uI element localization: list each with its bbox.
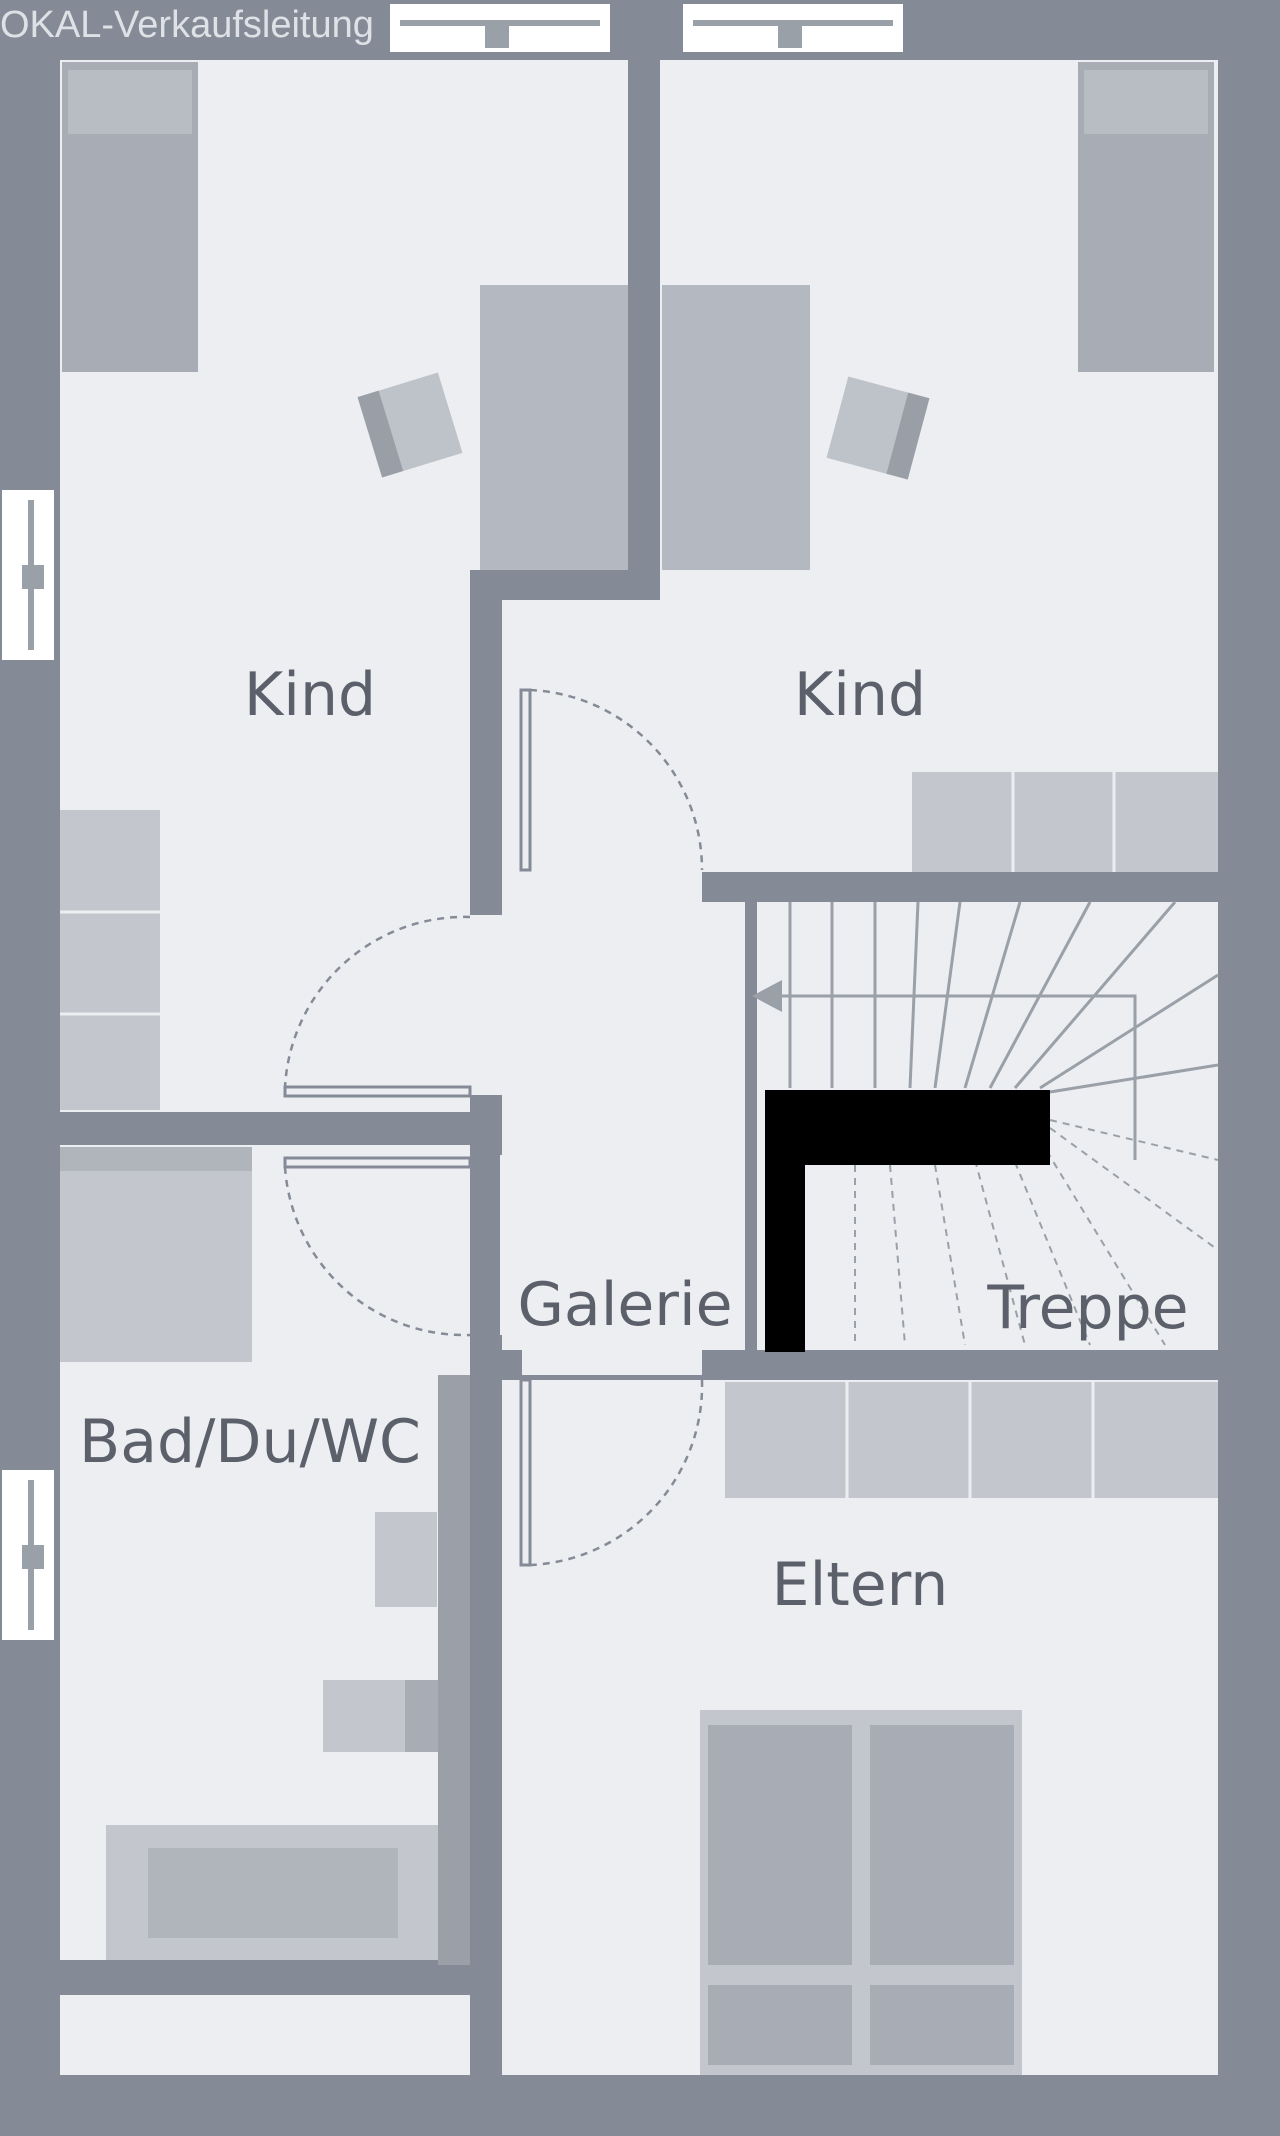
wall-bad-shaft <box>438 1375 470 1965</box>
wall-eltern-top <box>702 1350 1220 1380</box>
room-label-bad: Bad/Du/WC <box>79 1407 421 1477</box>
floor-galerie <box>500 600 750 1375</box>
desk-kind-left <box>480 285 628 570</box>
room-label-kind-right: Kind <box>794 660 926 730</box>
door-kind-left <box>283 1085 472 1098</box>
wardrobe-kind-right <box>912 772 1218 872</box>
door-bad <box>283 1156 472 1169</box>
room-label-eltern: Eltern <box>772 1550 949 1620</box>
door-eltern <box>519 1378 532 1567</box>
wall-bad-bottom <box>60 1962 470 1995</box>
desk-kind-right <box>662 285 810 570</box>
chair-kind-right <box>826 376 930 480</box>
room-label-treppe: Treppe <box>986 1273 1188 1343</box>
room-label-galerie: Galerie <box>517 1270 732 1340</box>
shower <box>60 1147 252 1362</box>
chair-kind-left <box>357 372 463 478</box>
doors <box>283 688 704 1567</box>
wall-eltern-jamb <box>502 1350 522 1380</box>
washbasin <box>375 1512 437 1607</box>
wall-bad-eltern <box>470 1335 502 2080</box>
staircase <box>765 901 1219 1160</box>
stair-direction-arrow-icon <box>752 980 782 1012</box>
interior-walls <box>60 55 1220 2080</box>
chimney <box>765 1090 1050 1165</box>
wall-treppe-top <box>702 872 1220 902</box>
watermark: OKAL-Verkaufsleitung <box>0 4 374 46</box>
floor-storage <box>60 1995 470 2075</box>
wall-bad-top <box>60 1112 500 1144</box>
windows <box>2 4 903 1640</box>
furniture <box>60 62 1218 2075</box>
room-label-kind-left: Kind <box>244 660 376 730</box>
wall-kids-divider <box>628 55 660 600</box>
door-kind-right <box>519 688 532 872</box>
chimney-leg <box>765 1090 805 1352</box>
wardrobe-kind-left <box>60 810 160 1110</box>
staircase-lower <box>854 1119 1219 1346</box>
wall-kind-left-door-jamb <box>470 570 502 915</box>
wall-treppe-left <box>745 872 757 1350</box>
wall-bad-jamb <box>470 1095 502 1155</box>
